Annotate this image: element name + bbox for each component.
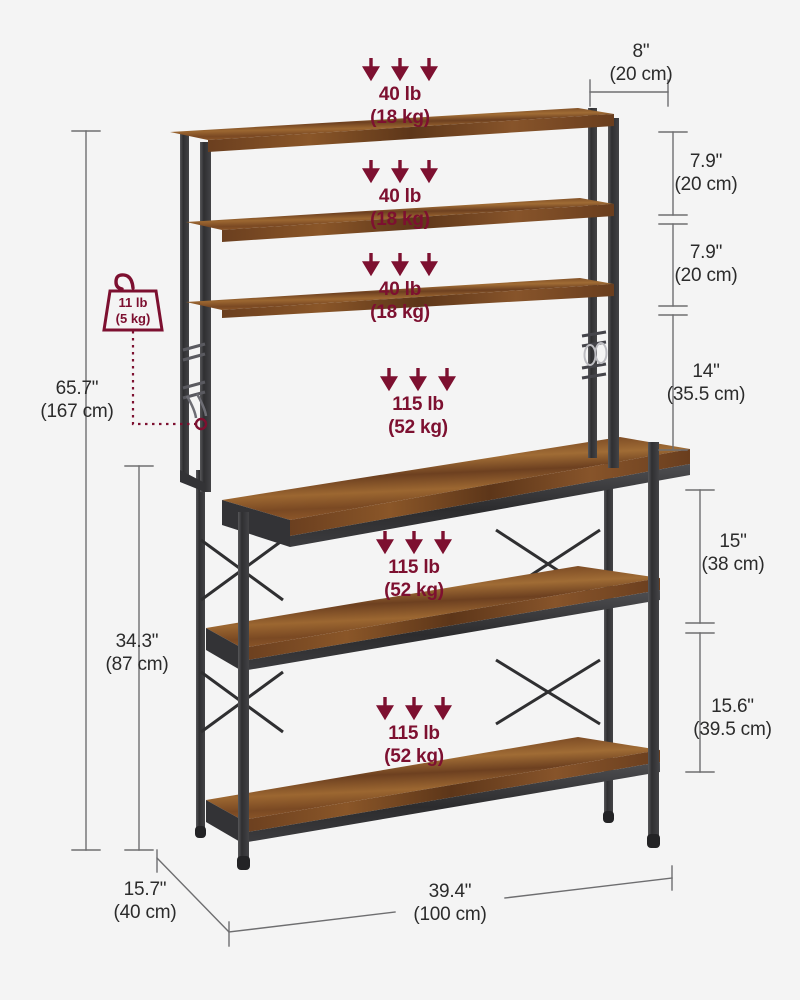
shelf-middle-edge bbox=[242, 578, 660, 661]
dimline-total-width-right bbox=[504, 877, 673, 899]
load-label-top-shelf-metric: (18 kg) bbox=[370, 106, 430, 128]
hutch-base-rail bbox=[180, 470, 205, 492]
worktop-surface bbox=[222, 437, 690, 520]
hook-leader-line bbox=[131, 331, 198, 426]
dim-desk-to-mid-imperial: 15" bbox=[719, 531, 747, 552]
shelf-middle-frame-left bbox=[206, 628, 242, 671]
worktop-frame-front bbox=[290, 464, 690, 547]
dim-desk-to-mid-metric: (38 cm) bbox=[701, 554, 765, 576]
load-label-worktop: 115 lb (52 kg) bbox=[348, 394, 488, 440]
dim-label-total-depth: 15.7" (40 cm) bbox=[80, 878, 210, 924]
hook-capacity-metric: (5 kg) bbox=[115, 311, 151, 327]
dim-total-depth-metric: (40 cm) bbox=[113, 902, 177, 924]
brace-back-right-lower bbox=[495, 658, 601, 726]
hutch-post-back-left bbox=[180, 132, 189, 482]
hook-capacity-label: 11 lb (5 kg) bbox=[97, 295, 169, 328]
dim-shelf-gap-second-metric: (20 cm) bbox=[674, 265, 738, 287]
shelf-bottom-frame-left bbox=[206, 800, 242, 843]
leg-front-left bbox=[238, 512, 249, 864]
shelf-middle-frame-front bbox=[242, 590, 660, 671]
dim-worktop-height-metric: (87 cm) bbox=[105, 654, 169, 676]
dimline-total-width-left bbox=[228, 911, 396, 933]
load-label-middle-shelf-imperial: 115 lb bbox=[388, 557, 440, 578]
hook-leader-endpoint bbox=[194, 417, 208, 431]
dim-mid-to-bottom-imperial: 15.6" bbox=[711, 696, 754, 717]
dim-worktop-height-imperial: 34.3" bbox=[115, 631, 159, 652]
dim-mid-to-bottom-metric: (39.5 cm) bbox=[693, 719, 772, 741]
dim-label-hutch-depth: 8" (20 cm) bbox=[576, 40, 706, 86]
load-label-middle-shelf: 115 lb (52 kg) bbox=[344, 557, 484, 603]
dim-total-depth-imperial: 15.7" bbox=[123, 879, 167, 900]
shelf-middle-surface bbox=[206, 566, 660, 648]
hutch-shelf-third-edge bbox=[222, 284, 614, 318]
dim-total-height-imperial: 65.7" bbox=[55, 378, 99, 399]
dim-shelf-gap-top-imperial: 7.9" bbox=[689, 151, 723, 172]
worktop-frame-left bbox=[222, 500, 290, 547]
utility-hooks-left bbox=[182, 342, 208, 419]
load-label-top-shelf-imperial: 40 lb bbox=[378, 84, 422, 105]
dim-total-height-metric: (167 cm) bbox=[40, 401, 114, 423]
leg-back-right bbox=[604, 455, 613, 817]
worktop-edge bbox=[290, 449, 690, 536]
lower-unit bbox=[195, 437, 690, 870]
dim-hutch-depth-imperial: 8" bbox=[632, 41, 650, 62]
load-label-top-shelf: 40 lb (18 kg) bbox=[330, 84, 470, 130]
load-label-second-shelf-imperial: 40 lb bbox=[378, 186, 422, 207]
dim-label-desk-to-mid-shelf: 15" (38 cm) bbox=[668, 530, 798, 576]
dim-shelf-gap-second-imperial: 7.9" bbox=[689, 242, 723, 263]
load-label-bottom-shelf-imperial: 115 lb bbox=[388, 723, 440, 744]
dimline-total-depth bbox=[156, 857, 230, 933]
dim-hutch-lower-gap-imperial: 14" bbox=[692, 361, 720, 382]
dim-label-worktop-height: 34.3" (87 cm) bbox=[72, 630, 202, 676]
load-label-worktop-imperial: 115 lb bbox=[392, 394, 444, 415]
dim-label-total-height: 65.7" (167 cm) bbox=[12, 377, 142, 423]
dim-label-hutch-lower-gap: 14" (35.5 cm) bbox=[641, 360, 771, 406]
hutch-shelf-second-surface bbox=[186, 198, 614, 230]
load-label-bottom-shelf: 115 lb (52 kg) bbox=[344, 723, 484, 769]
load-label-third-shelf-metric: (18 kg) bbox=[370, 301, 430, 323]
dim-label-shelf-gap-second: 7.9" (20 cm) bbox=[641, 241, 771, 287]
shelf-bottom-surface bbox=[206, 737, 660, 820]
hook-capacity-imperial: 11 lb bbox=[118, 295, 148, 310]
load-label-worktop-metric: (52 kg) bbox=[388, 416, 448, 438]
dim-hutch-lower-gap-metric: (35.5 cm) bbox=[666, 384, 746, 406]
wine-glass-holder-right bbox=[581, 330, 608, 380]
dim-shelf-gap-top-metric: (20 cm) bbox=[674, 174, 738, 196]
upper-hutch bbox=[170, 108, 619, 492]
leg-front-right bbox=[648, 442, 659, 842]
hutch-shelf-top-edge bbox=[208, 114, 614, 152]
load-label-second-shelf: 40 lb (18 kg) bbox=[330, 186, 470, 232]
hutch-post-front-left bbox=[200, 142, 211, 492]
shelf-bottom-edge bbox=[242, 750, 660, 833]
hook-icon bbox=[114, 273, 135, 291]
load-label-third-shelf-imperial: 40 lb bbox=[378, 279, 422, 300]
foot-back-right bbox=[603, 811, 614, 823]
dim-total-width-imperial: 39.4" bbox=[428, 881, 472, 902]
load-label-third-shelf: 40 lb (18 kg) bbox=[330, 279, 470, 325]
hutch-shelf-top-surface bbox=[170, 108, 614, 140]
hutch-shelf-second-edge bbox=[222, 204, 614, 242]
hook-tag-shape bbox=[102, 289, 164, 332]
dim-label-mid-to-bottom: 15.6" (39.5 cm) bbox=[665, 695, 800, 741]
dim-label-shelf-gap-top: 7.9" (20 cm) bbox=[641, 150, 771, 196]
shelf-bottom-frame-front bbox=[242, 762, 660, 843]
dim-hutch-depth-metric: (20 cm) bbox=[609, 64, 673, 86]
leg-back-left bbox=[196, 470, 205, 832]
load-label-second-shelf-metric: (18 kg) bbox=[370, 208, 430, 230]
dim-total-width-metric: (100 cm) bbox=[413, 904, 487, 926]
foot-front-left bbox=[237, 856, 250, 870]
load-label-bottom-shelf-metric: (52 kg) bbox=[384, 745, 444, 767]
load-label-middle-shelf-metric: (52 kg) bbox=[384, 579, 444, 601]
hutch-shelf-third-surface bbox=[186, 278, 614, 310]
foot-front-right bbox=[647, 834, 660, 848]
foot-back-left bbox=[195, 826, 206, 838]
dim-label-total-width: 39.4" (100 cm) bbox=[385, 880, 515, 926]
